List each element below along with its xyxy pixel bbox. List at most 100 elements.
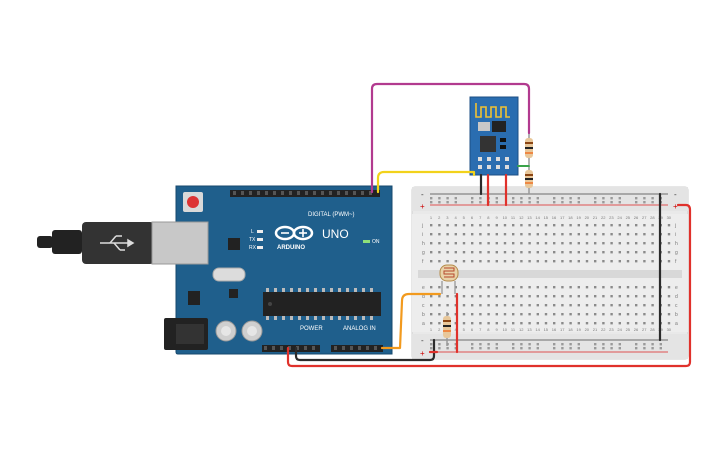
esp-pin[interactable] [487, 157, 491, 161]
breadboard-hole[interactable] [430, 233, 433, 236]
breadboard-hole[interactable] [618, 286, 621, 289]
breadboard-hole[interactable] [462, 304, 466, 307]
rail-hole[interactable] [471, 343, 474, 346]
breadboard-hole[interactable] [635, 322, 638, 325]
rail-hole[interactable] [520, 201, 523, 204]
breadboard-hole[interactable] [503, 313, 507, 316]
rail-hole[interactable] [618, 347, 621, 350]
breadboard-hole[interactable] [512, 251, 515, 254]
breadboard-hole[interactable] [495, 251, 498, 254]
breadboard-hole[interactable] [577, 286, 580, 289]
breadboard-hole[interactable] [553, 260, 556, 263]
rail-hole[interactable] [553, 197, 556, 200]
breadboard-hole[interactable] [610, 233, 613, 236]
breadboard-hole[interactable] [643, 322, 646, 325]
breadboard-hole[interactable] [462, 251, 466, 254]
rail-hole[interactable] [553, 343, 556, 346]
breadboard-hole[interactable] [643, 251, 646, 254]
breadboard-hole[interactable] [544, 260, 548, 263]
rail-hole[interactable] [454, 343, 457, 346]
breadboard-hole[interactable] [602, 313, 605, 316]
breadboard-hole[interactable] [585, 242, 589, 245]
breadboard-hole[interactable] [594, 224, 597, 227]
breadboard-hole[interactable] [520, 260, 523, 263]
rail-hole[interactable] [446, 197, 449, 200]
breadboard-hole[interactable] [438, 322, 441, 325]
rail-hole[interactable] [635, 197, 638, 200]
breadboard-hole[interactable] [487, 322, 490, 325]
rail-hole[interactable] [487, 343, 490, 346]
rail-hole[interactable] [577, 201, 580, 204]
breadboard-hole[interactable] [585, 233, 589, 236]
breadboard-hole[interactable] [454, 224, 457, 227]
power-pin[interactable] [272, 346, 275, 350]
breadboard-hole[interactable] [454, 260, 457, 263]
breadboard-hole[interactable] [503, 286, 507, 289]
breadboard-hole[interactable] [651, 224, 654, 227]
rail-hole[interactable] [512, 201, 515, 204]
breadboard-hole[interactable] [618, 322, 621, 325]
breadboard-hole[interactable] [643, 233, 646, 236]
breadboard-hole[interactable] [471, 233, 474, 236]
breadboard-hole[interactable] [635, 313, 638, 316]
power-pin[interactable] [304, 346, 307, 350]
breadboard-hole[interactable] [626, 295, 630, 298]
breadboard-hole[interactable] [585, 304, 589, 307]
breadboard-hole[interactable] [569, 224, 572, 227]
digital-pin[interactable] [337, 191, 340, 195]
rail-hole[interactable] [610, 347, 613, 350]
breadboard-hole[interactable] [602, 295, 605, 298]
breadboard-hole[interactable] [618, 313, 621, 316]
rail-hole[interactable] [618, 197, 621, 200]
breadboard-hole[interactable] [594, 242, 597, 245]
breadboard-hole[interactable] [495, 260, 498, 263]
wire-red-rail[interactable] [286, 203, 692, 368]
rail-hole[interactable] [479, 347, 482, 350]
breadboard-hole[interactable] [446, 224, 449, 227]
digital-pin[interactable] [297, 191, 300, 195]
analog-pin[interactable] [334, 346, 337, 350]
rail-hole[interactable] [430, 201, 433, 204]
rail-hole[interactable] [471, 201, 474, 204]
breadboard-hole[interactable] [610, 304, 613, 307]
breadboard-hole[interactable] [667, 304, 671, 307]
breadboard-hole[interactable] [438, 304, 441, 307]
breadboard-hole[interactable] [618, 251, 621, 254]
breadboard-hole[interactable] [512, 295, 515, 298]
breadboard-hole[interactable] [544, 242, 548, 245]
breadboard-hole[interactable] [536, 224, 539, 227]
breadboard-hole[interactable] [479, 233, 482, 236]
breadboard-hole[interactable] [454, 286, 457, 289]
breadboard-hole[interactable] [643, 286, 646, 289]
breadboard-hole[interactable] [602, 224, 605, 227]
rail-hole[interactable] [602, 347, 605, 350]
analog-pin[interactable] [374, 346, 377, 350]
breadboard-hole[interactable] [528, 242, 531, 245]
breadboard-hole[interactable] [643, 242, 646, 245]
rail-hole[interactable] [602, 197, 605, 200]
breadboard-hole[interactable] [553, 251, 556, 254]
resistor-breadboard[interactable] [443, 312, 451, 346]
breadboard-hole[interactable] [577, 233, 580, 236]
breadboard-hole[interactable] [553, 224, 556, 227]
breadboard-hole[interactable] [635, 233, 638, 236]
breadboard-hole[interactable] [569, 322, 572, 325]
breadboard-hole[interactable] [454, 295, 457, 298]
rail-hole[interactable] [536, 197, 539, 200]
breadboard-hole[interactable] [618, 295, 621, 298]
rail-hole[interactable] [520, 343, 523, 346]
rail-hole[interactable] [446, 201, 449, 204]
rail-hole[interactable] [487, 347, 490, 350]
breadboard-hole[interactable] [520, 295, 523, 298]
rail-hole[interactable] [561, 347, 564, 350]
breadboard-hole[interactable] [635, 224, 638, 227]
breadboard-hole[interactable] [626, 304, 630, 307]
breadboard-hole[interactable] [651, 322, 654, 325]
breadboard-hole[interactable] [561, 322, 564, 325]
breadboard-hole[interactable] [602, 260, 605, 263]
breadboard-hole[interactable] [536, 233, 539, 236]
breadboard-hole[interactable] [446, 295, 449, 298]
breadboard-hole[interactable] [479, 313, 482, 316]
breadboard-hole[interactable] [585, 224, 589, 227]
rail-hole[interactable] [651, 347, 654, 350]
